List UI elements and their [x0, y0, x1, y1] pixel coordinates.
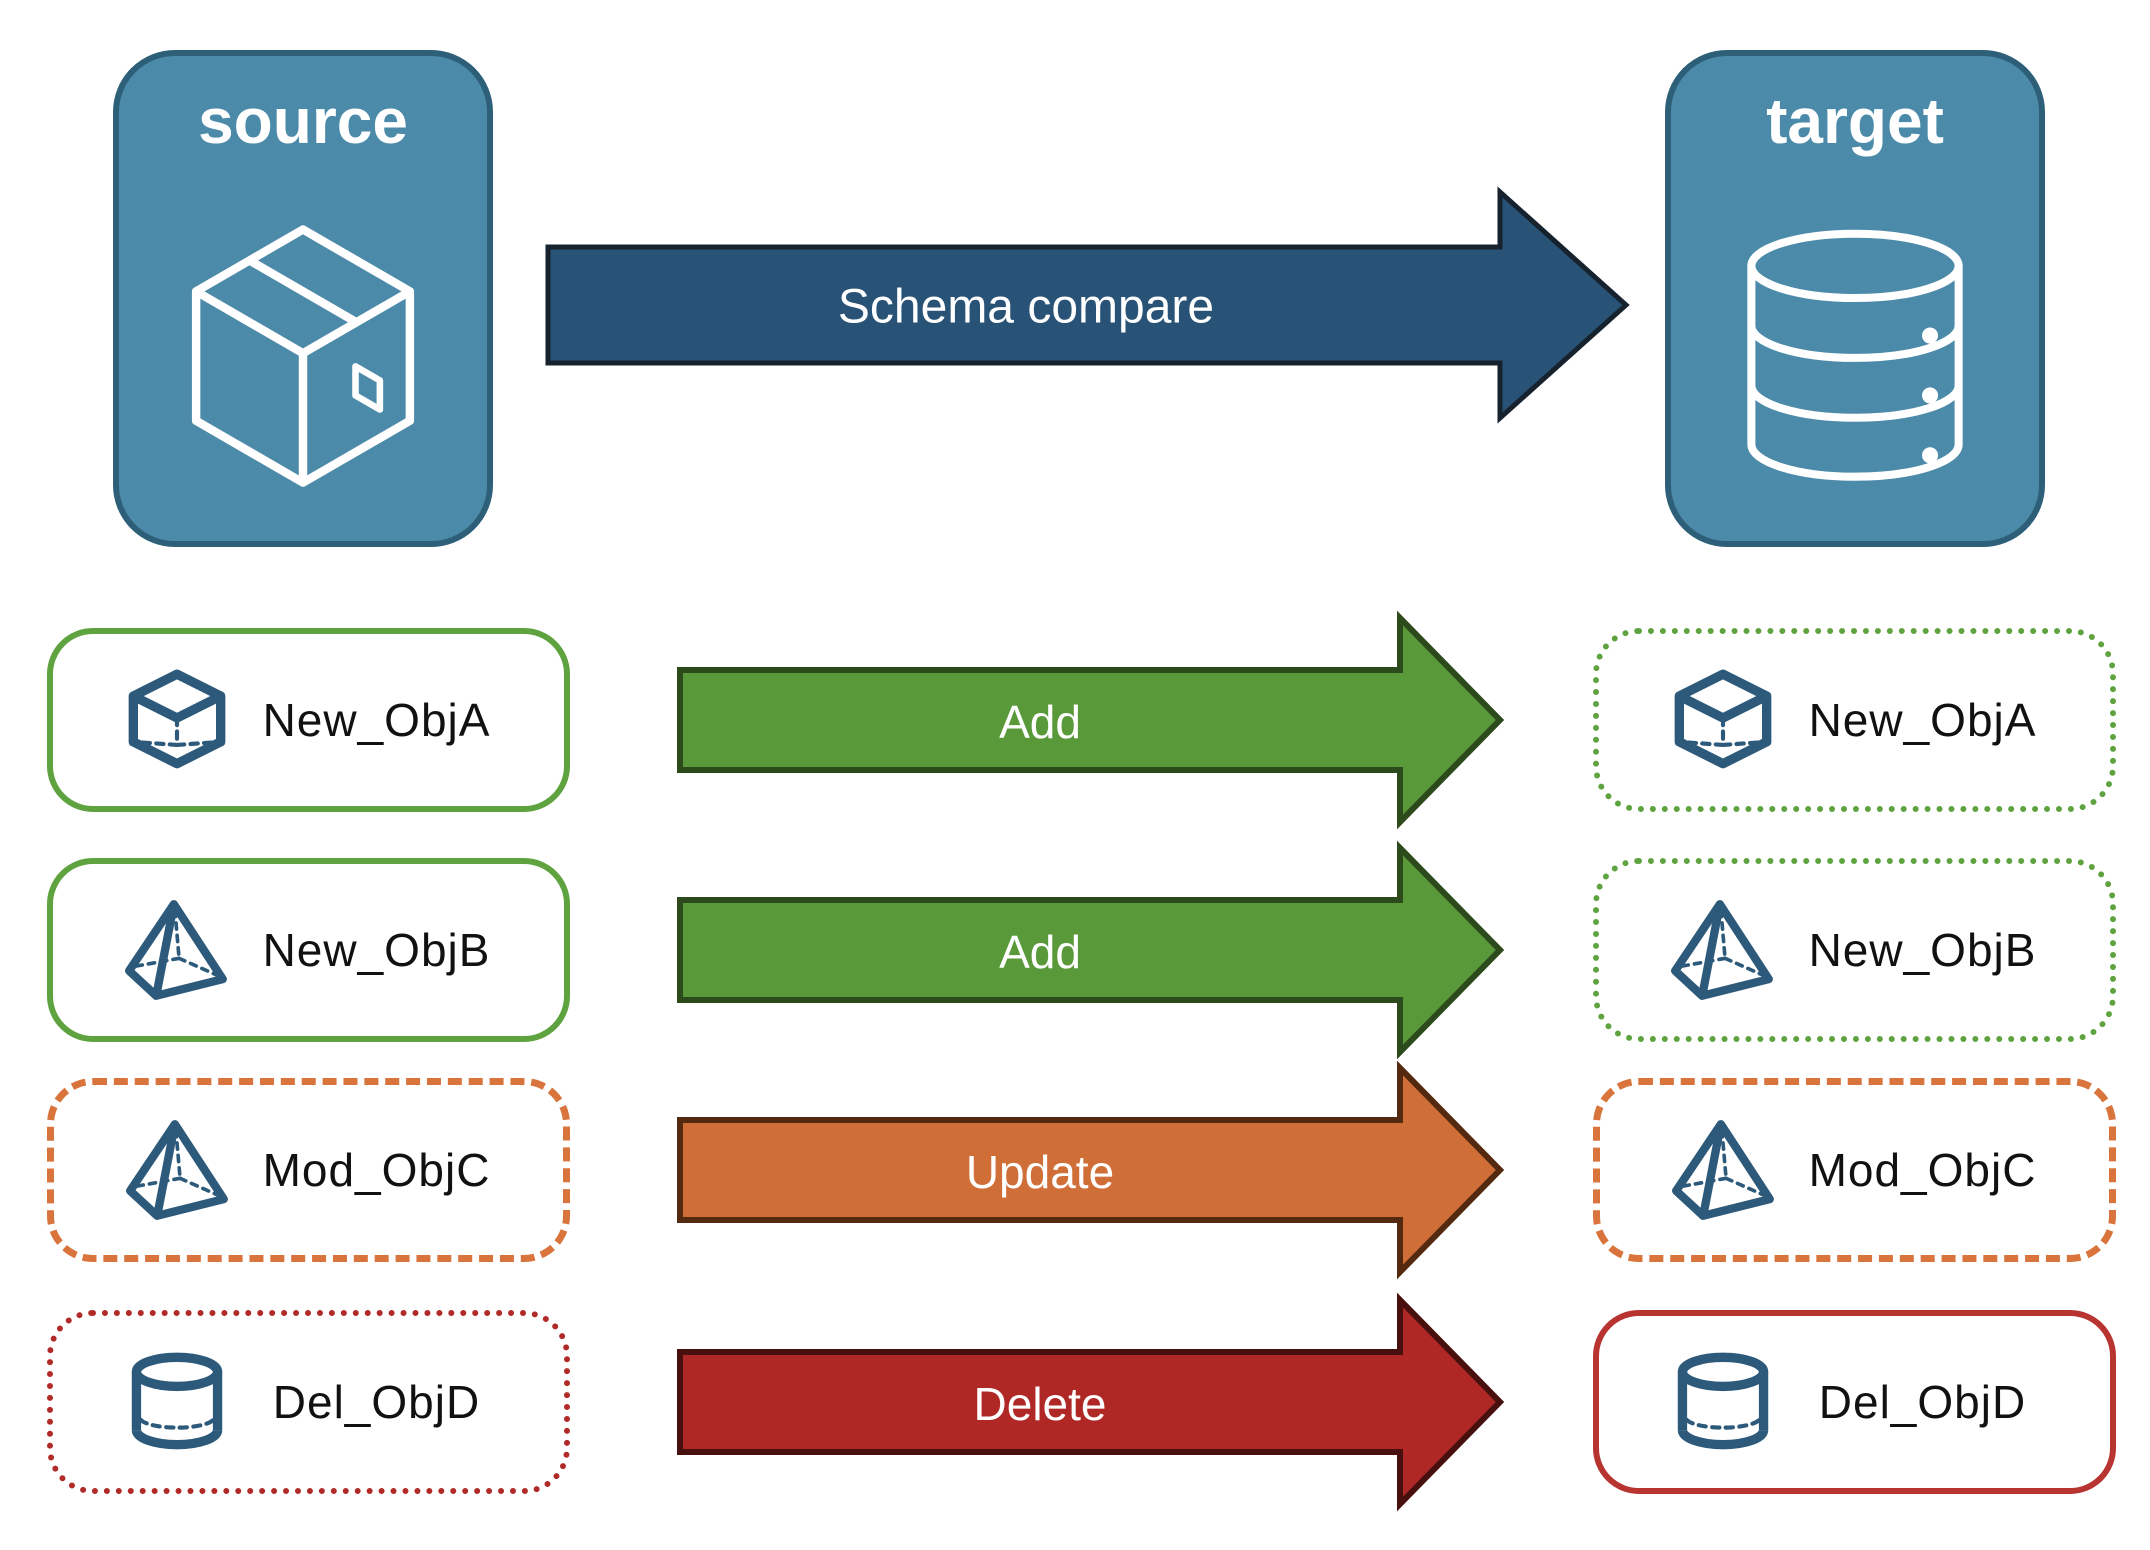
target-object-card-row3: Mod_ObjC	[1593, 1078, 2116, 1262]
pyramid-icon	[1672, 1118, 1776, 1222]
arrow-label: Add	[999, 696, 1081, 748]
cube-icon	[1671, 668, 1775, 772]
arrow-shape	[677, 1292, 1505, 1512]
pyramid-icon	[1671, 898, 1775, 1002]
source-node: source	[113, 50, 493, 547]
schema-compare-arrow-label: Schema compare	[838, 281, 1214, 334]
source-object-card-row1: New_ObjA	[47, 628, 570, 812]
source-object-card-row4: Del_ObjD	[47, 1310, 570, 1494]
pyramid-icon	[125, 898, 229, 1002]
target-object-card-row2: New_ObjB	[1593, 858, 2116, 1042]
arrow-shape	[545, 186, 1630, 424]
source-object-card-row2: New_ObjB	[47, 858, 570, 1042]
object-label: New_ObjB	[1808, 924, 2037, 976]
delete-arrow-row4: Delete	[677, 1292, 1505, 1512]
database-icon	[1721, 207, 1989, 507]
object-label: New_ObjA	[1808, 694, 2037, 746]
arrow-label: Add	[999, 926, 1081, 978]
arrow-shape	[677, 610, 1505, 830]
source-node-label: source	[198, 85, 408, 157]
target-object-card-row4: Del_ObjD	[1593, 1310, 2116, 1494]
cylinder-icon	[125, 1350, 229, 1454]
target-object-card-row1: New_ObjA	[1593, 628, 2116, 812]
arrow-label: Delete	[974, 1378, 1107, 1430]
object-label: New_ObjA	[262, 694, 491, 746]
cube-icon	[125, 668, 229, 772]
object-label: Mod_ObjC	[262, 1144, 491, 1196]
object-label: Mod_ObjC	[1808, 1144, 2037, 1196]
object-label: Del_ObjD	[1818, 1376, 2027, 1428]
target-node: target	[1665, 50, 2045, 547]
update-arrow-row3: Update	[677, 1060, 1505, 1280]
arrow-shape	[677, 840, 1505, 1060]
schema-compare-arrow: Schema compare	[545, 186, 1630, 424]
add-arrow-row2: Add	[677, 840, 1505, 1060]
arrow-shape	[677, 1060, 1505, 1280]
object-label: New_ObjB	[262, 924, 491, 976]
source-object-card-row3: Mod_ObjC	[47, 1078, 570, 1262]
package-box-icon	[158, 207, 448, 507]
object-label: Del_ObjD	[272, 1376, 481, 1428]
add-arrow-row1: Add	[677, 610, 1505, 830]
cylinder-icon	[1671, 1350, 1775, 1454]
target-node-label: target	[1766, 85, 1944, 157]
arrow-label: Update	[966, 1146, 1114, 1198]
pyramid-icon	[126, 1118, 230, 1222]
